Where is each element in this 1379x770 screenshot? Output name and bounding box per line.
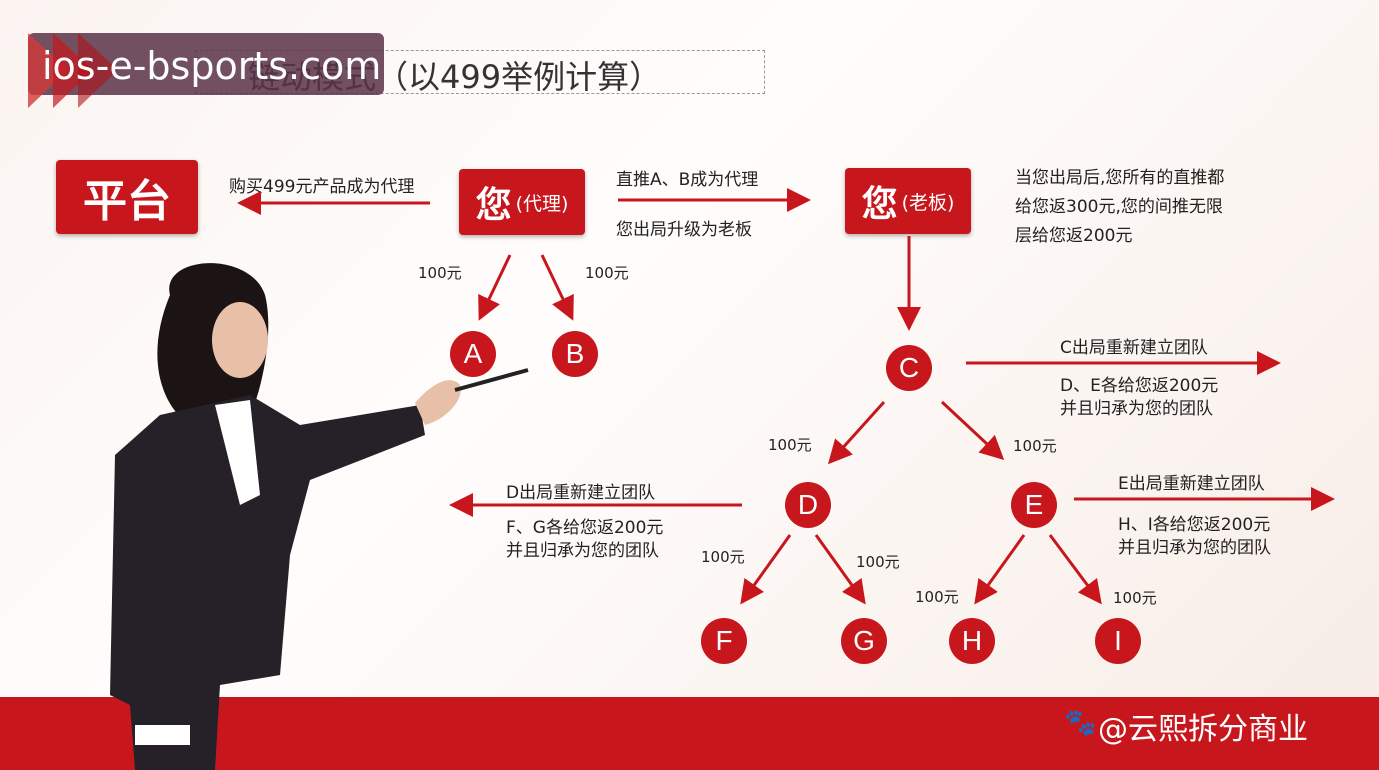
promote-line2: 您出局升级为老板 <box>616 220 752 240</box>
platform-label: 平台 <box>83 176 171 227</box>
arrow-decoration-icon <box>28 33 118 108</box>
arrow-to-f <box>740 534 792 605</box>
amount-g: 100元 <box>856 553 900 571</box>
watermark-text: ios-e-bsports.com <box>42 44 382 88</box>
amount-d: 100元 <box>768 436 812 454</box>
boss-note-1: 当您出局后,您所有的直推都 <box>1015 168 1225 188</box>
boss-label: 您 <box>861 184 898 225</box>
amount-h: 100元 <box>915 588 959 606</box>
node-g: G <box>841 618 887 664</box>
arrow-to-b <box>540 254 574 321</box>
c-note-line1: D、E各给您返200元 <box>1060 376 1219 396</box>
paw-logo-icon: 🐾 <box>1064 708 1097 738</box>
footer-brand: @云熙拆分商业 <box>1098 712 1308 747</box>
agent-box: 您(代理) <box>459 169 585 235</box>
boss-note-3: 层给您返200元 <box>1015 226 1133 246</box>
arrow-to-e <box>940 400 1005 461</box>
e-note-title: E出局重新建立团队 <box>1118 474 1265 494</box>
amount-b: 100元 <box>585 264 629 282</box>
node-a: A <box>450 331 496 377</box>
node-d: D <box>785 482 831 528</box>
node-e: E <box>1011 482 1057 528</box>
node-b: B <box>552 331 598 377</box>
amount-a: 100元 <box>418 264 462 282</box>
buy-label: 购买499元产品成为代理 <box>229 177 415 197</box>
amount-e: 100元 <box>1013 437 1057 455</box>
node-h: H <box>949 618 995 664</box>
arrow-to-h <box>974 534 1026 605</box>
arrow-to-g <box>814 534 866 605</box>
node-f: F <box>701 618 747 664</box>
platform-box: 平台 <box>56 160 198 234</box>
c-note-title: C出局重新建立团队 <box>1060 338 1208 358</box>
e-note-line2: 并且归承为您的团队 <box>1118 538 1271 558</box>
e-note-line1: H、I各给您返200元 <box>1118 515 1271 535</box>
boss-sublabel: (老板) <box>901 191 955 214</box>
arrow-to-i <box>1048 534 1102 605</box>
boss-note-2: 给您返300元,您的间推无限 <box>1015 197 1223 217</box>
d-note-line1: F、G各给您返200元 <box>506 518 664 538</box>
node-c: C <box>886 345 932 391</box>
d-note-line2: 并且归承为您的团队 <box>506 541 659 561</box>
footer-bar <box>0 697 1379 770</box>
node-i: I <box>1095 618 1141 664</box>
amount-f: 100元 <box>701 548 745 566</box>
agent-sublabel: (代理) <box>515 192 569 215</box>
d-note-title: D出局重新建立团队 <box>506 483 656 503</box>
presenter-figure <box>110 263 529 770</box>
boss-box: 您(老板) <box>845 168 971 234</box>
amount-i: 100元 <box>1113 589 1157 607</box>
c-note-line2: 并且归承为您的团队 <box>1060 399 1213 419</box>
agent-label: 您 <box>475 185 512 226</box>
promote-line1: 直推A、B成为代理 <box>616 170 759 190</box>
arrow-to-d <box>827 400 886 465</box>
arrow-to-a <box>478 254 512 321</box>
